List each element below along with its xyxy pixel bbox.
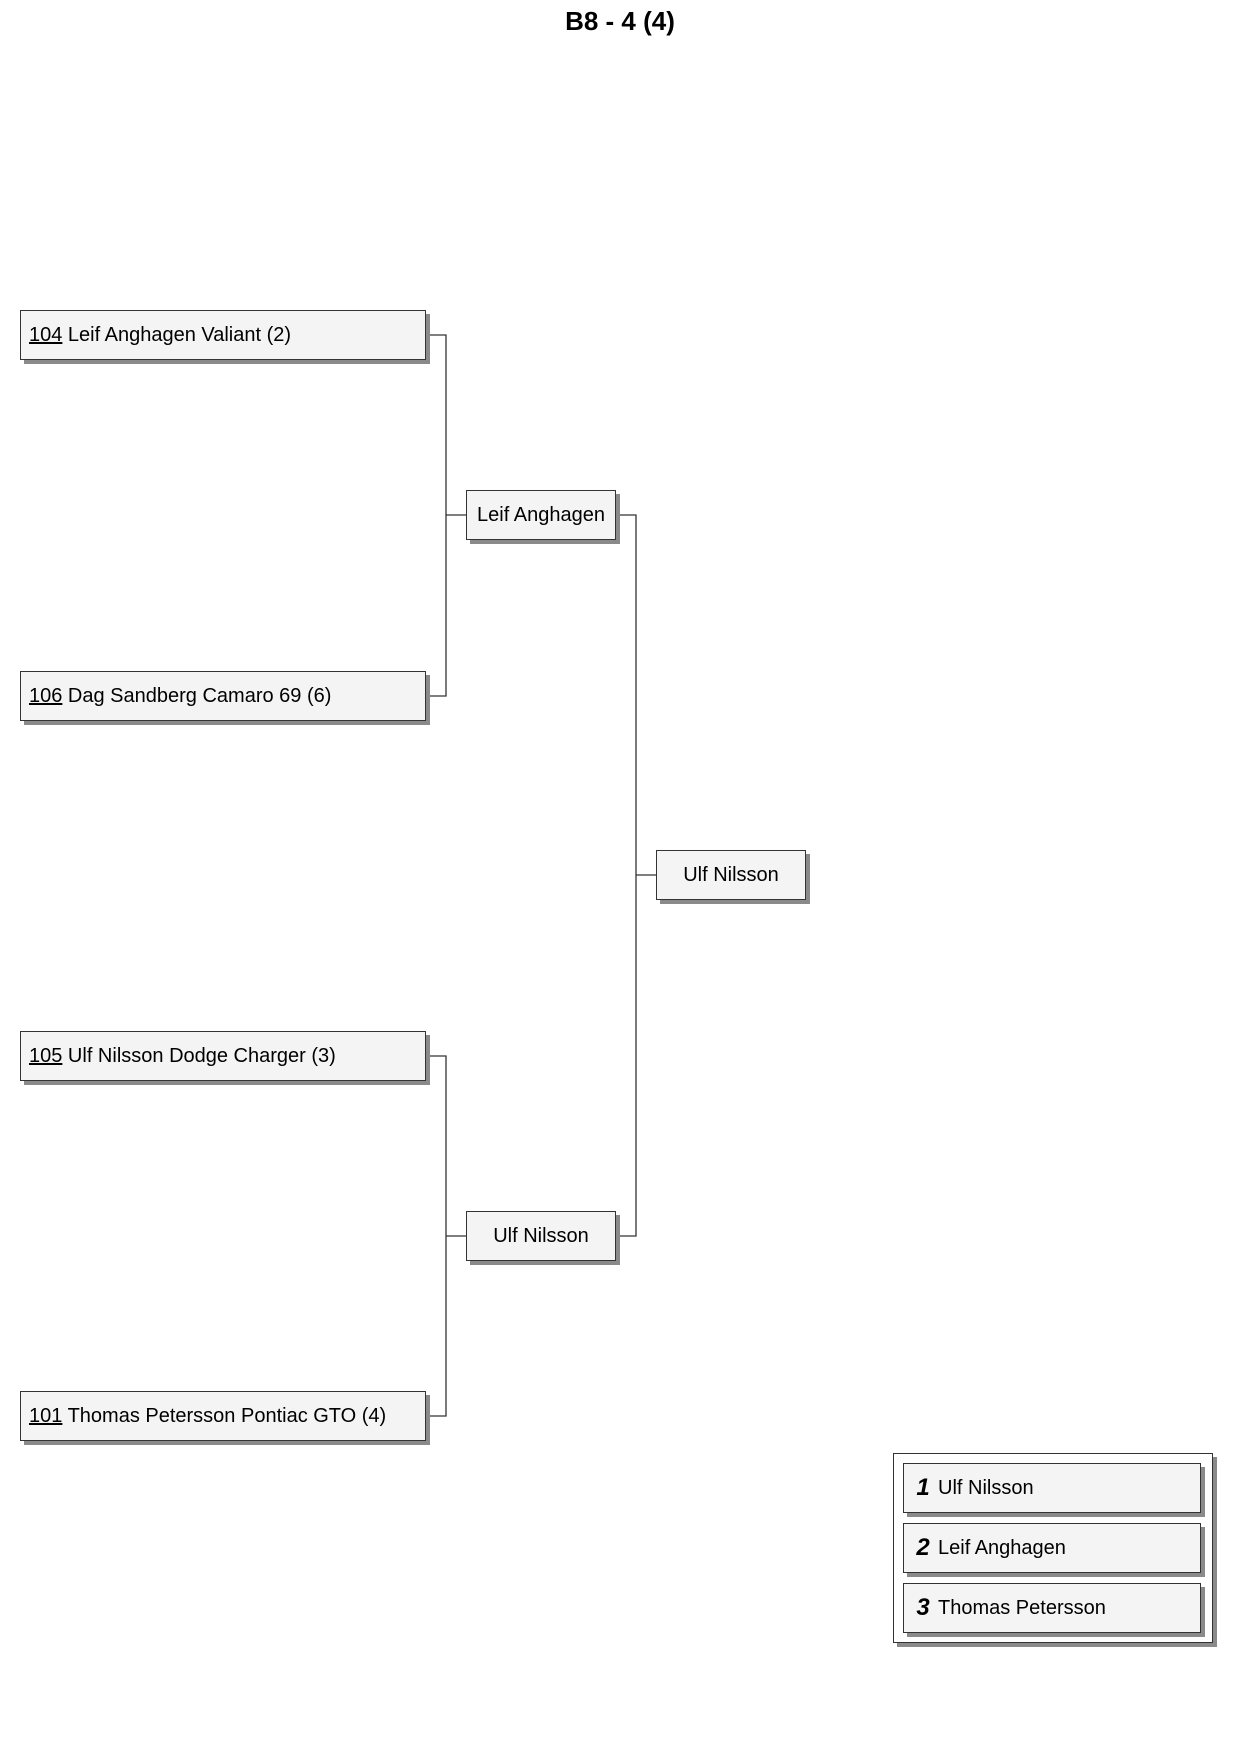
connector-r1b xyxy=(426,1055,447,1417)
standing-name: Thomas Petersson xyxy=(938,1596,1106,1619)
car-number: 104 xyxy=(29,323,63,346)
connector-r1a xyxy=(426,334,447,697)
standing-1st: 1 Ulf Nilsson xyxy=(903,1463,1201,1513)
standing-3rd: 3 Thomas Petersson xyxy=(903,1583,1201,1633)
rank-number: 1 xyxy=(916,1474,930,1501)
standing-2nd: 2 Leif Anghagen xyxy=(903,1523,1201,1573)
entry-label: Thomas Petersson Pontiac GTO (4) xyxy=(62,1404,387,1427)
car-number: 106 xyxy=(29,684,63,707)
winner-label: Ulf Nilsson xyxy=(683,863,779,886)
connector-r2 xyxy=(616,514,637,1237)
winner-label: Leif Anghagen xyxy=(477,503,605,526)
round2-winner-top: Leif Anghagen xyxy=(466,490,616,540)
entry-label: Leif Anghagen Valiant (2) xyxy=(62,323,292,346)
winner-label: Ulf Nilsson xyxy=(493,1224,589,1247)
rank-number: 3 xyxy=(916,1594,930,1621)
bracket-entry-101: 101 Thomas Petersson Pontiac GTO (4) xyxy=(20,1391,426,1441)
bracket-entry-105: 105 Ulf Nilsson Dodge Charger (3) xyxy=(20,1031,426,1081)
car-number: 101 xyxy=(29,1404,63,1427)
entry-label: Ulf Nilsson Dodge Charger (3) xyxy=(62,1044,336,1067)
final-winner: Ulf Nilsson xyxy=(656,850,806,900)
bracket-entry-104: 104 Leif Anghagen Valiant (2) xyxy=(20,310,426,360)
rank-number: 2 xyxy=(916,1534,930,1561)
car-number: 105 xyxy=(29,1044,63,1067)
entry-label: Dag Sandberg Camaro 69 (6) xyxy=(62,684,332,707)
standing-name: Ulf Nilsson xyxy=(938,1476,1034,1499)
standing-name: Leif Anghagen xyxy=(938,1536,1066,1559)
bracket-entry-106: 106 Dag Sandberg Camaro 69 (6) xyxy=(20,671,426,721)
standings-panel: 1 Ulf Nilsson 2 Leif Anghagen 3 Thomas P… xyxy=(893,1453,1213,1643)
round2-winner-bottom: Ulf Nilsson xyxy=(466,1211,616,1261)
bracket-title: B8 - 4 (4) xyxy=(565,6,675,36)
